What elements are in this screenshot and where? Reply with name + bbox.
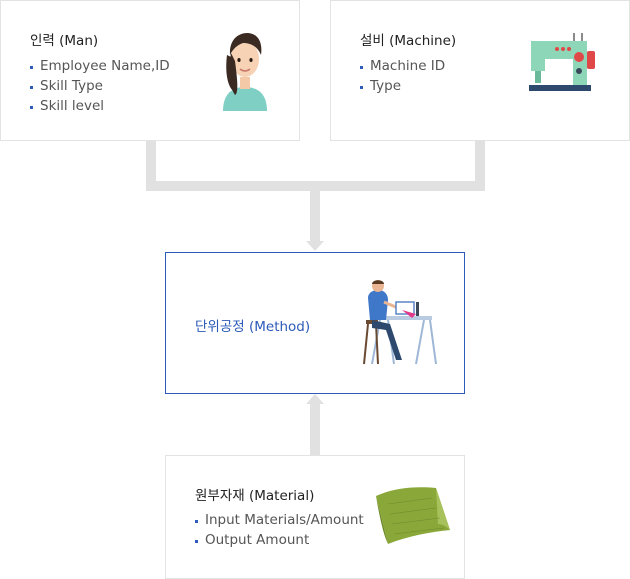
material-item: Input Materials/Amount [195, 510, 364, 530]
method-box: 단위공정 (Method) [165, 252, 465, 394]
material-list: Input Materials/Amount Output Amount [195, 510, 364, 550]
arrow-up-to-method [306, 394, 324, 404]
man-item: Skill level [30, 96, 170, 116]
arrow-down-to-method [306, 241, 324, 251]
material-title: 원부자재 (Material) [195, 488, 315, 504]
machine-item: Type [360, 76, 445, 96]
man-list: Employee Name,ID Skill Type Skill level [30, 56, 170, 116]
material-item: Output Amount [195, 530, 364, 550]
man-item: Skill Type [30, 76, 170, 96]
machine-list: Machine ID Type [360, 56, 445, 96]
machine-item: Machine ID [360, 56, 445, 76]
method-title: 단위공정 (Method) [195, 319, 311, 335]
connector-material-up [310, 403, 320, 455]
connector-horizontal [146, 181, 485, 191]
connector-man-down [146, 140, 156, 190]
man-box: 인력 (Man) Employee Name,ID Skill Type Ski… [0, 0, 300, 141]
man-item: Employee Name,ID [30, 56, 170, 76]
woman-avatar-icon [223, 33, 267, 111]
man-title: 인력 (Man) [30, 33, 99, 49]
material-box: 원부자재 (Material) Input Materials/Amount O… [165, 455, 465, 579]
fabric-icon [376, 487, 450, 544]
connector-machine-down [475, 140, 485, 190]
machine-box: 설비 (Machine) Machine ID Type [330, 0, 630, 141]
connector-to-method [310, 190, 320, 242]
worker-sewing-icon [363, 280, 437, 365]
machine-title: 설비 (Machine) [360, 33, 457, 49]
sewing-machine-icon [529, 33, 595, 91]
